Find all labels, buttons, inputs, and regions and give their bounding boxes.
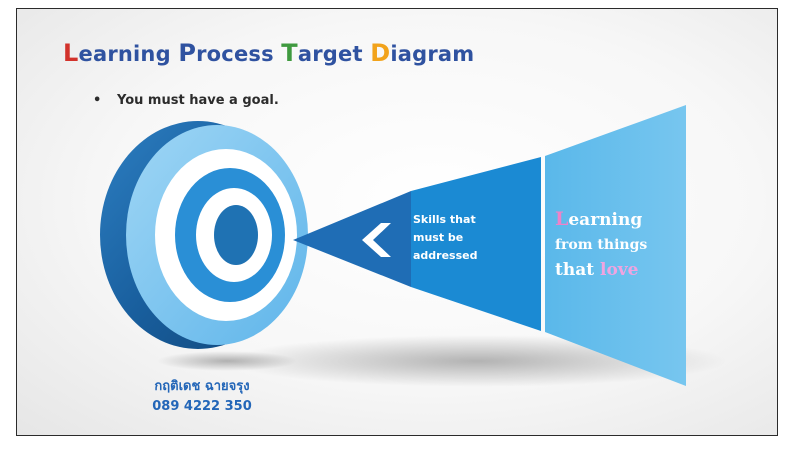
learning-heading: Learning xyxy=(555,207,705,233)
slide-title: Learning Process Target Diagram xyxy=(63,39,474,67)
title-initial-t: T xyxy=(281,39,298,67)
title-initial-p: P xyxy=(178,39,197,67)
bullet-point: • You must have a goal. xyxy=(93,93,279,108)
learning-initial: L xyxy=(555,208,569,230)
slide: Learning Process Target Diagram • You mus… xyxy=(16,8,778,436)
learning-line: that love xyxy=(555,258,705,283)
target-diagram xyxy=(100,105,727,387)
target-bullseye xyxy=(214,205,258,265)
title-initial-d: D xyxy=(370,39,391,67)
cone-learning-segment xyxy=(545,105,686,386)
contact-phone: 089 4222 350 xyxy=(152,399,252,414)
cone-skills-segment xyxy=(411,157,541,331)
target-shadow xyxy=(157,351,297,371)
skills-line: must be xyxy=(413,231,464,244)
learning-line-prefix: that xyxy=(555,260,600,280)
cone-tip-segment xyxy=(293,191,411,287)
skills-segment-text: Skills that must be addressed xyxy=(413,211,533,265)
chevron-left-icon xyxy=(362,223,391,257)
contact-name: กฤติเดช ฉายจรุง xyxy=(154,379,250,394)
bullet-text: You must have a goal. xyxy=(117,93,279,108)
skills-line: Skills that xyxy=(413,213,476,226)
learning-segment-text: Learning from things that love xyxy=(555,207,705,283)
title-word-rest: earning xyxy=(78,42,179,66)
contact-info: กฤติเดช ฉายจรุง 089 4222 350 xyxy=(135,377,269,417)
bullet-dot-icon: • xyxy=(93,93,102,108)
title-word-rest: iagram xyxy=(390,42,475,66)
learning-love-word: love xyxy=(600,260,639,280)
title-word-rest: arget xyxy=(297,42,371,66)
learning-line: from things xyxy=(555,237,648,253)
title-word-rest: rocess xyxy=(196,42,282,66)
skills-line: addressed xyxy=(413,249,478,262)
title-initial-l: L xyxy=(63,39,79,67)
learning-rest: earning xyxy=(568,210,643,230)
